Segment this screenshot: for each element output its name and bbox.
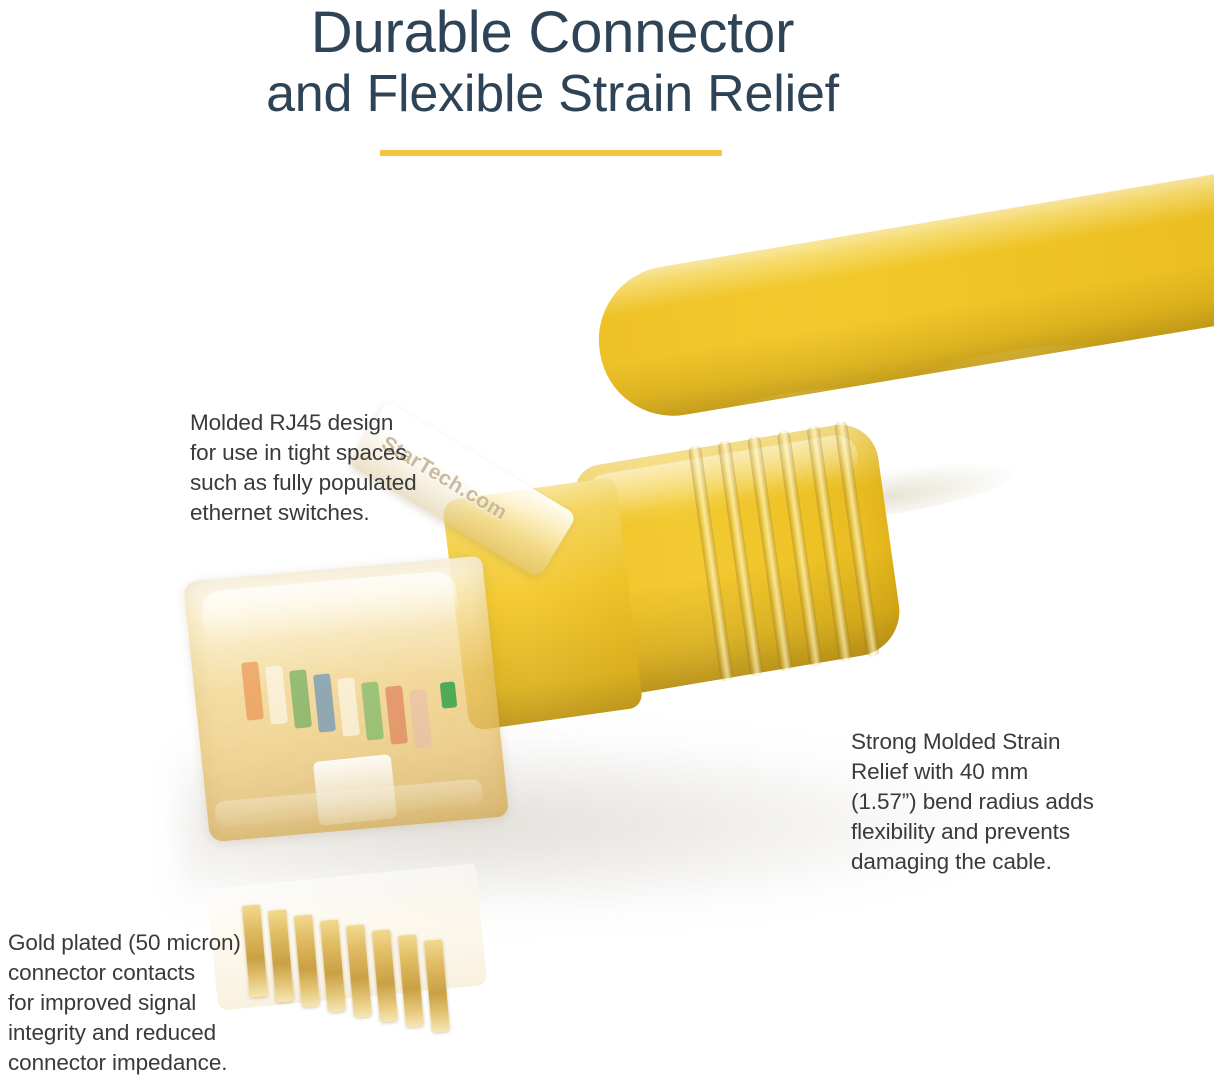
title-accent-underline [380, 150, 722, 156]
page-title-line-2: and Flexible Strain Relief [266, 65, 839, 123]
callout-line: integrity and reduced [8, 1020, 217, 1045]
callout-gold-plated: Gold plated (50 micron) connector contac… [8, 928, 270, 1077]
latch-tab [312, 754, 398, 826]
callout-line: Strong Molded Strain [851, 729, 1061, 754]
callout-molded-rj45: Molded RJ45 design for use in tight spac… [190, 408, 460, 528]
callout-line: damaging the cable. [851, 849, 1052, 874]
callout-line: Molded RJ45 design [190, 410, 394, 435]
callout-line: flexibility and prevents [851, 819, 1070, 844]
callout-line: such as fully populated [190, 470, 417, 495]
cable-jacket [587, 163, 1214, 427]
callout-line: (1.57”) bend radius adds [851, 789, 1094, 814]
callout-line: for use in tight spaces [190, 440, 407, 465]
callout-strain-relief: Strong Molded Strain Relief with 40 mm (… [851, 727, 1121, 877]
page-title-line-1: Durable Connector [310, 0, 795, 65]
page-title: Durable Connector and Flexible Strain Re… [0, 2, 1105, 124]
callout-line: connector impedance. [8, 1050, 228, 1075]
product-photo: StarTech.com [0, 163, 1214, 1033]
callout-line: Gold plated (50 micron) [8, 930, 241, 955]
callout-line: for improved signal [8, 990, 197, 1015]
callout-line: ethernet switches. [190, 500, 370, 525]
callout-line: connector contacts [8, 960, 196, 985]
green-indicator-speck [439, 681, 458, 709]
callout-line: Relief with 40 mm [851, 759, 1029, 784]
housing-sheen [200, 570, 460, 645]
